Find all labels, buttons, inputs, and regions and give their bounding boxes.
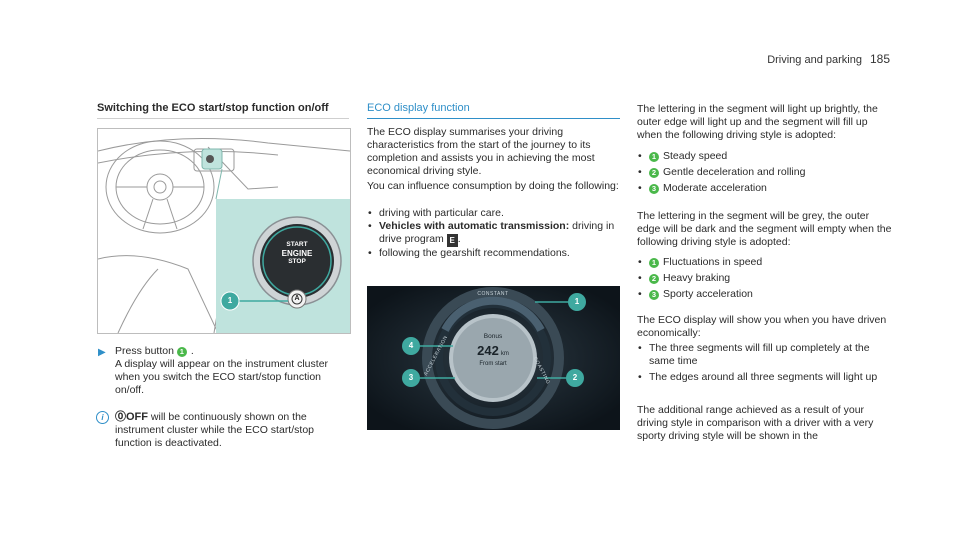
running-header: Driving and parking 185: [767, 53, 890, 67]
eco-influence: You can influence consumption by doing t…: [367, 180, 619, 192]
eco-bullets: driving with particular care. Vehicles w…: [367, 207, 619, 260]
info-icon: i: [96, 411, 109, 424]
grey-item-1: 1 Fluctuations in speed: [637, 256, 893, 269]
bright-item-2: 2 Gentle deceleration and rolling: [637, 166, 893, 179]
badge-1: 1: [649, 258, 659, 268]
display-callout-1: 1: [574, 297, 580, 306]
section-title: Driving and parking: [767, 54, 862, 66]
grey-lettering-para: The lettering in the segment will be gre…: [637, 210, 892, 248]
bright-item-1: 1 Steady speed: [637, 150, 893, 163]
middle-title-rule: [367, 118, 620, 119]
economical-list: The three segments will fill up complete…: [637, 342, 893, 384]
grey-item-1-text: Fluctuations in speed: [663, 256, 763, 268]
bright-item-3-text: Moderate acceleration: [663, 182, 767, 194]
grey-item-2: 2 Heavy braking: [637, 272, 893, 285]
callout-badge-1: 1: [176, 347, 187, 357]
eco-bullet-2: Vehicles with automatic transmission: dr…: [367, 220, 619, 247]
step-arrow-icon: ▶: [98, 347, 106, 358]
info-text: will be continuously shown on the instru…: [115, 411, 314, 449]
auto-start-symbol: A: [294, 295, 300, 302]
badge-3: 3: [649, 290, 659, 300]
eco-bullet-1-text: driving with particular care.: [379, 207, 504, 219]
economical-item-2: The edges around all three segments will…: [637, 371, 893, 384]
step-prefix: Press button: [115, 345, 174, 357]
bonus-label: Bonus: [483, 333, 503, 340]
bright-item-3: 3 Moderate acceleration: [637, 182, 893, 195]
bright-lettering-para: The lettering in the segment will light …: [637, 103, 878, 141]
economical-item-1: The three segments will fill up complete…: [637, 342, 893, 368]
eco-bullet-2-end: .: [457, 233, 461, 245]
arc-label-top: CONSTANT: [477, 291, 509, 297]
badge-2: 2: [649, 274, 659, 284]
eco-bullet-3: following the gearshift recommendations.: [367, 247, 619, 260]
bonus-value: 242: [477, 343, 499, 358]
economical-item-2-text: The edges around all three segments will…: [649, 371, 878, 383]
additional-range-para: The additional range achieved as a resul…: [637, 404, 874, 442]
page-number: 185: [869, 52, 890, 66]
economical-para: The ECO display will show you when you h…: [637, 314, 887, 339]
economical-item-1-text: The three segments will fill up complete…: [649, 342, 870, 367]
eco-bullet-1: driving with particular care.: [367, 207, 619, 220]
engine-label-engine: ENGINE: [281, 249, 313, 258]
bright-style-list: 1 Steady speed 2 Gentle deceleration and r…: [637, 150, 893, 195]
display-callout-2: 2: [572, 373, 578, 382]
badge-1: 1: [649, 152, 659, 162]
left-title-rule: [97, 118, 349, 119]
eco-off-icon: ⓪OFF: [115, 411, 148, 423]
bright-item-2-text: Gentle deceleration and rolling: [663, 166, 806, 178]
bonus-sub: From start: [479, 361, 507, 367]
eco-bullet-2-text: driving in drive program: [379, 220, 615, 245]
middle-section-title: ECO display function: [367, 102, 470, 114]
eco-bullet-2-bold: Vehicles with automatic transmission:: [379, 220, 570, 232]
cockpit-drawing: [98, 138, 350, 333]
bright-item-1-text: Steady speed: [663, 150, 728, 162]
display-callout-3: 3: [408, 373, 414, 382]
step-instruction: Press button 1. A display will appear on…: [115, 345, 350, 397]
grey-item-2-text: Heavy braking: [663, 272, 731, 284]
engine-label-stop: STOP: [288, 258, 306, 265]
grey-style-list: 1 Fluctuations in speed 2 Heavy braking 3S…: [637, 256, 893, 301]
step-suffix: .: [190, 345, 194, 357]
step-result: A display will appear on the instrument …: [115, 358, 329, 396]
eco-bullet-3-text: following the gearshift recommendations.: [379, 247, 570, 259]
display-callout-4: 4: [408, 341, 414, 350]
drive-program-e-icon: E: [446, 234, 458, 247]
step-line: Press button 1.: [115, 345, 350, 358]
left-section-title: Switching the ECO start/stop function on…: [97, 102, 329, 114]
eco-display-drawing: [367, 286, 620, 430]
figure-callout-1: 1: [227, 296, 233, 305]
bonus-unit: km: [500, 351, 509, 357]
engine-button-label: START ENGINE STOP: [276, 241, 318, 266]
badge-3: 3: [649, 184, 659, 194]
cockpit-illustration: START ENGINE STOP A 1: [97, 128, 351, 334]
badge-2: 2: [649, 168, 659, 178]
info-note: ⓪OFF will be continuously shown on the i…: [115, 411, 350, 450]
grey-item-3-text: Sporty acceleration: [663, 288, 753, 300]
grey-item-3: 3 Sporty acceleration: [637, 288, 893, 301]
engine-label-start: START: [286, 241, 308, 248]
eco-intro: The ECO display summarises your driving …: [367, 126, 595, 177]
